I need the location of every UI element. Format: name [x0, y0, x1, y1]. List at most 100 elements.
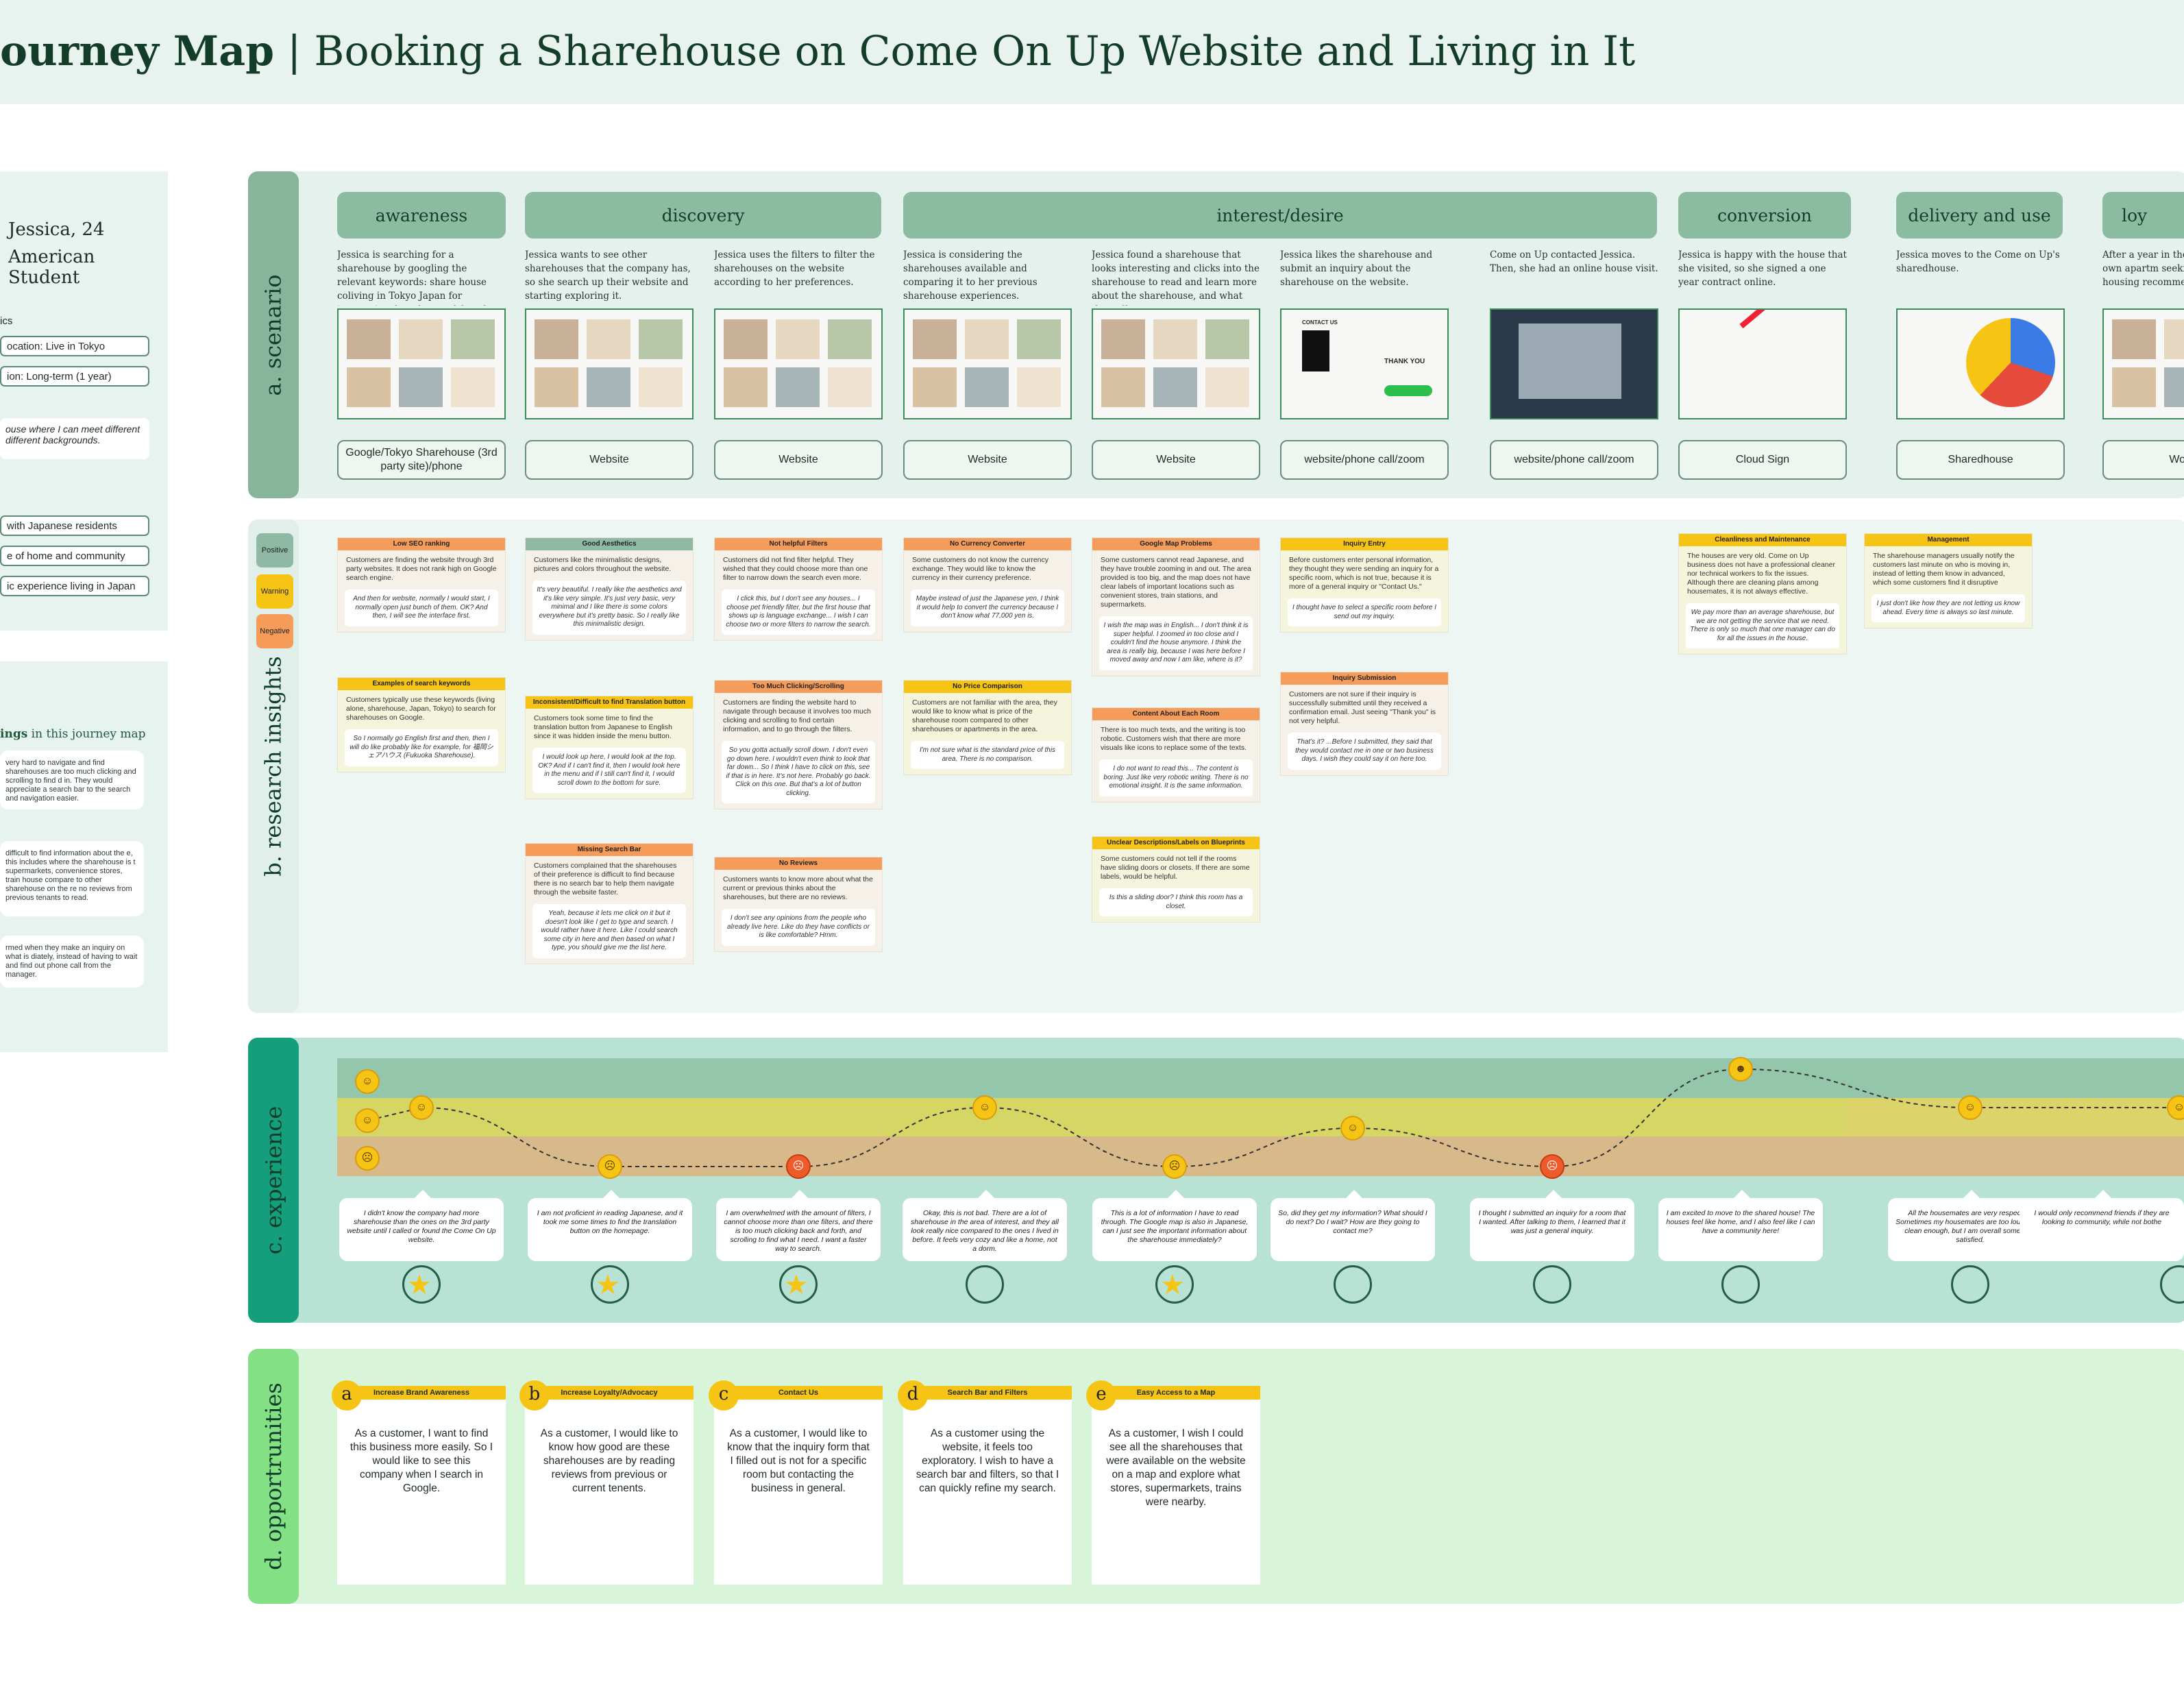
photo-thumb	[965, 367, 1009, 407]
scenario-screenshot	[1490, 308, 1658, 419]
insight-card-body: Some customers do not know the currency …	[912, 556, 1049, 582]
level-neutral	[337, 1098, 1845, 1136]
insight-card-quote: I'm not sure what is the standard price …	[911, 741, 1064, 769]
photo-thumb	[535, 319, 578, 359]
insight-card-quote: I would look up here, I would look at th…	[532, 748, 686, 793]
empty-rating-icon	[1334, 1265, 1372, 1304]
persona-need-home: e of home and community	[0, 546, 149, 566]
star-icon: ★	[784, 1270, 809, 1300]
scenario-description: After a year in the shar out to her own …	[2102, 249, 2184, 288]
photo-thumb	[2112, 319, 2156, 359]
insight-card-quote: Yeah, because it lets me click on it but…	[532, 904, 686, 958]
channel-tag: website/phone call/zoom	[1490, 440, 1658, 480]
insight-card-title: Inconsistent/Difficult to find Translati…	[526, 696, 693, 709]
opportunity-text: As a customer using the website, it feel…	[916, 1428, 1059, 1494]
opportunity-card: Contact Us As a customer, I would like to…	[714, 1386, 883, 1585]
opportunity-letter-badge: b	[519, 1380, 550, 1411]
opportunity-letter-badge: d	[898, 1380, 928, 1411]
scenario-description: Come on Up contacted Jessica. Then, she …	[1490, 249, 1658, 274]
opportunity-title: Increase Loyalty/Advocacy	[525, 1386, 694, 1400]
insight-card-title: Missing Search Bar	[526, 844, 693, 856]
insight-card-body: Customers like the minimalistic designs,…	[534, 556, 672, 573]
emotion-face-icon: ☺	[1340, 1116, 1365, 1140]
insight-card-body: Customers complained that the sharehouse…	[534, 862, 677, 896]
laptop-screen	[1519, 324, 1621, 399]
photo-thumb	[776, 319, 820, 359]
photo-thumb	[2164, 367, 2184, 407]
scenario-screenshot	[2102, 308, 2184, 419]
channel-tag: website/phone call/zoom	[1280, 440, 1449, 480]
empty-rating-icon	[1951, 1265, 1989, 1304]
page-title: ourney Map | Booking a Sharehouse on Com…	[0, 27, 1636, 75]
insight-card-title: Low SEO ranking	[338, 538, 505, 550]
scenario-screenshot	[1896, 308, 2065, 419]
star-rating-icon: ★	[591, 1265, 629, 1304]
insight-card-quote: I do not want to read this... The conten…	[1099, 759, 1253, 796]
stage-awareness: awareness	[337, 192, 506, 239]
opportunity-title: Search Bar and Filters	[903, 1386, 1072, 1400]
insight-card-quote: I click this, but I don't see any houses…	[722, 589, 875, 635]
level-negative	[337, 1136, 2184, 1176]
photo-thumb	[2164, 319, 2184, 359]
legend-warning: Warning	[256, 574, 293, 609]
emotion-line	[369, 1068, 2179, 1168]
persona-need-experience: ic experience living in Japan	[0, 576, 149, 596]
photo-thumb	[587, 367, 630, 407]
insight-card-title: Not helpful Filters	[715, 538, 882, 550]
pie-illustration	[1966, 318, 2055, 407]
insight-card-title: Content About Each Room	[1092, 708, 1260, 720]
scenario-description: Jessica found a sharehouse that looks in…	[1092, 249, 1260, 306]
channel-tag: Cloud Sign	[1678, 440, 1847, 480]
contact-us-text: CONTACT US	[1302, 319, 1338, 326]
scenario-screenshot	[1092, 308, 1260, 419]
star-rating-icon: ★	[1155, 1265, 1194, 1304]
photo-thumb	[1205, 319, 1249, 359]
opportunity-letter-badge: c	[709, 1380, 739, 1411]
photo-thumb	[913, 367, 957, 407]
findings-title: ings in this journey map	[0, 727, 146, 741]
photo-thumb	[1101, 367, 1145, 407]
channel-tag: Google/Tokyo Sharehouse (3rd party site)…	[337, 440, 506, 480]
insight-card-quote: So I normally go English first and then,…	[345, 729, 498, 766]
stage-conversion: conversion	[1678, 192, 1851, 239]
photo-thumb	[347, 367, 391, 407]
happy-face-icon: ☺	[355, 1069, 380, 1094]
insight-card-quote: I just don't like how they are not letti…	[1872, 594, 2025, 622]
opportunity-text: As a customer, I would like to know that…	[727, 1428, 870, 1494]
stage-loyalty: loy	[2102, 192, 2184, 239]
opportunity-text: As a customer, I would like to know how …	[540, 1428, 678, 1494]
insight-card-title: No Currency Converter	[904, 538, 1071, 550]
opportunity-title: Increase Brand Awareness	[337, 1386, 506, 1400]
persona-need-japanese: with Japanese residents	[0, 515, 149, 536]
star-icon: ★	[407, 1270, 432, 1300]
insight-card-title: Google Map Problems	[1092, 538, 1260, 550]
opportunity-title: Contact Us	[714, 1386, 883, 1400]
insight-card-title: Good Aesthetics	[526, 538, 693, 550]
persona-location-chip: ocation: Live in Tokyo	[0, 336, 149, 356]
legend-positive: Positive	[256, 533, 293, 568]
finding-card: very hard to navigate and find sharehous…	[0, 751, 144, 809]
photo-thumb	[776, 367, 820, 407]
insight-card-body: Customers are finding the website hard t…	[723, 698, 871, 733]
insight-card-title: Too Much Clicking/Scrolling	[715, 681, 882, 693]
insight-card-title: Cleanliness and Maintenance	[1679, 534, 1846, 546]
opportunity-text: As a customer, I want to find this busin…	[349, 1428, 493, 1494]
insight-card-quote: I don't see any opinions from the people…	[722, 909, 875, 946]
opportunity-card: Increase Brand Awareness As a customer, I…	[337, 1386, 506, 1585]
insight-card-body: Some customers cannot read Japanese, and…	[1101, 556, 1251, 609]
insight-card-quote: I wish the map was in English... I don't…	[1099, 616, 1253, 670]
insight-card-title: Inquiry Entry	[1281, 538, 1448, 550]
photo-thumb	[451, 319, 495, 359]
opportunity-letter-badge: a	[332, 1380, 362, 1411]
scenario-description: Jessica moves to the Come on Up's shared…	[1896, 249, 2060, 274]
form-preview	[1302, 330, 1329, 371]
star-icon: ★	[1160, 1270, 1185, 1300]
header-bar: ourney Map | Booking a Sharehouse on Com…	[0, 0, 2184, 104]
photo-thumb	[1101, 319, 1145, 359]
